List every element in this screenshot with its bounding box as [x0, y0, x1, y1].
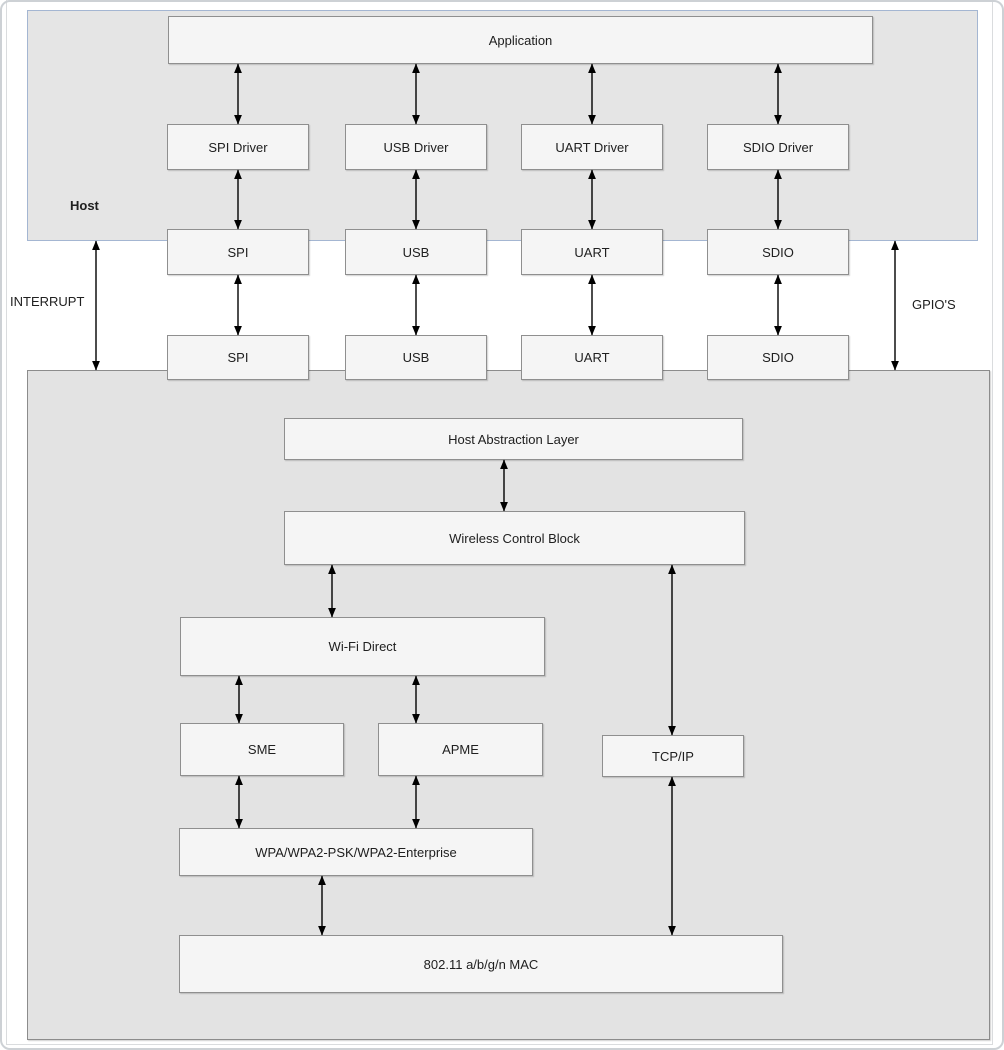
block-uart-driver: UART Driver: [521, 124, 663, 170]
block-wireless-control-block: Wireless Control Block: [284, 511, 745, 565]
block-spi-driver: SPI Driver: [167, 124, 309, 170]
block-module-usb: USB: [345, 335, 487, 380]
block-host-abstraction-layer: Host Abstraction Layer: [284, 418, 743, 460]
wireless-module-section-box: [27, 370, 990, 1040]
block-module-spi: SPI: [167, 335, 309, 380]
gpio-signal-label: GPIO'S: [912, 297, 956, 312]
host-section-label: Host: [70, 198, 99, 213]
block-sme: SME: [180, 723, 344, 776]
block-wifi-direct: Wi-Fi Direct: [180, 617, 545, 676]
block-usb-driver: USB Driver: [345, 124, 487, 170]
block-host-sdio: SDIO: [707, 229, 849, 275]
block-module-sdio: SDIO: [707, 335, 849, 380]
block-mac: 802.11 a/b/g/n MAC: [179, 935, 783, 993]
block-apme: APME: [378, 723, 543, 776]
interrupt-signal-label: INTERRUPT: [10, 294, 85, 309]
block-module-uart: UART: [521, 335, 663, 380]
block-host-usb: USB: [345, 229, 487, 275]
block-wpa: WPA/WPA2-PSK/WPA2-Enterprise: [179, 828, 533, 876]
block-tcpip: TCP/IP: [602, 735, 744, 777]
block-application: Application: [168, 16, 873, 64]
block-sdio-driver: SDIO Driver: [707, 124, 849, 170]
block-host-uart: UART: [521, 229, 663, 275]
block-host-spi: SPI: [167, 229, 309, 275]
